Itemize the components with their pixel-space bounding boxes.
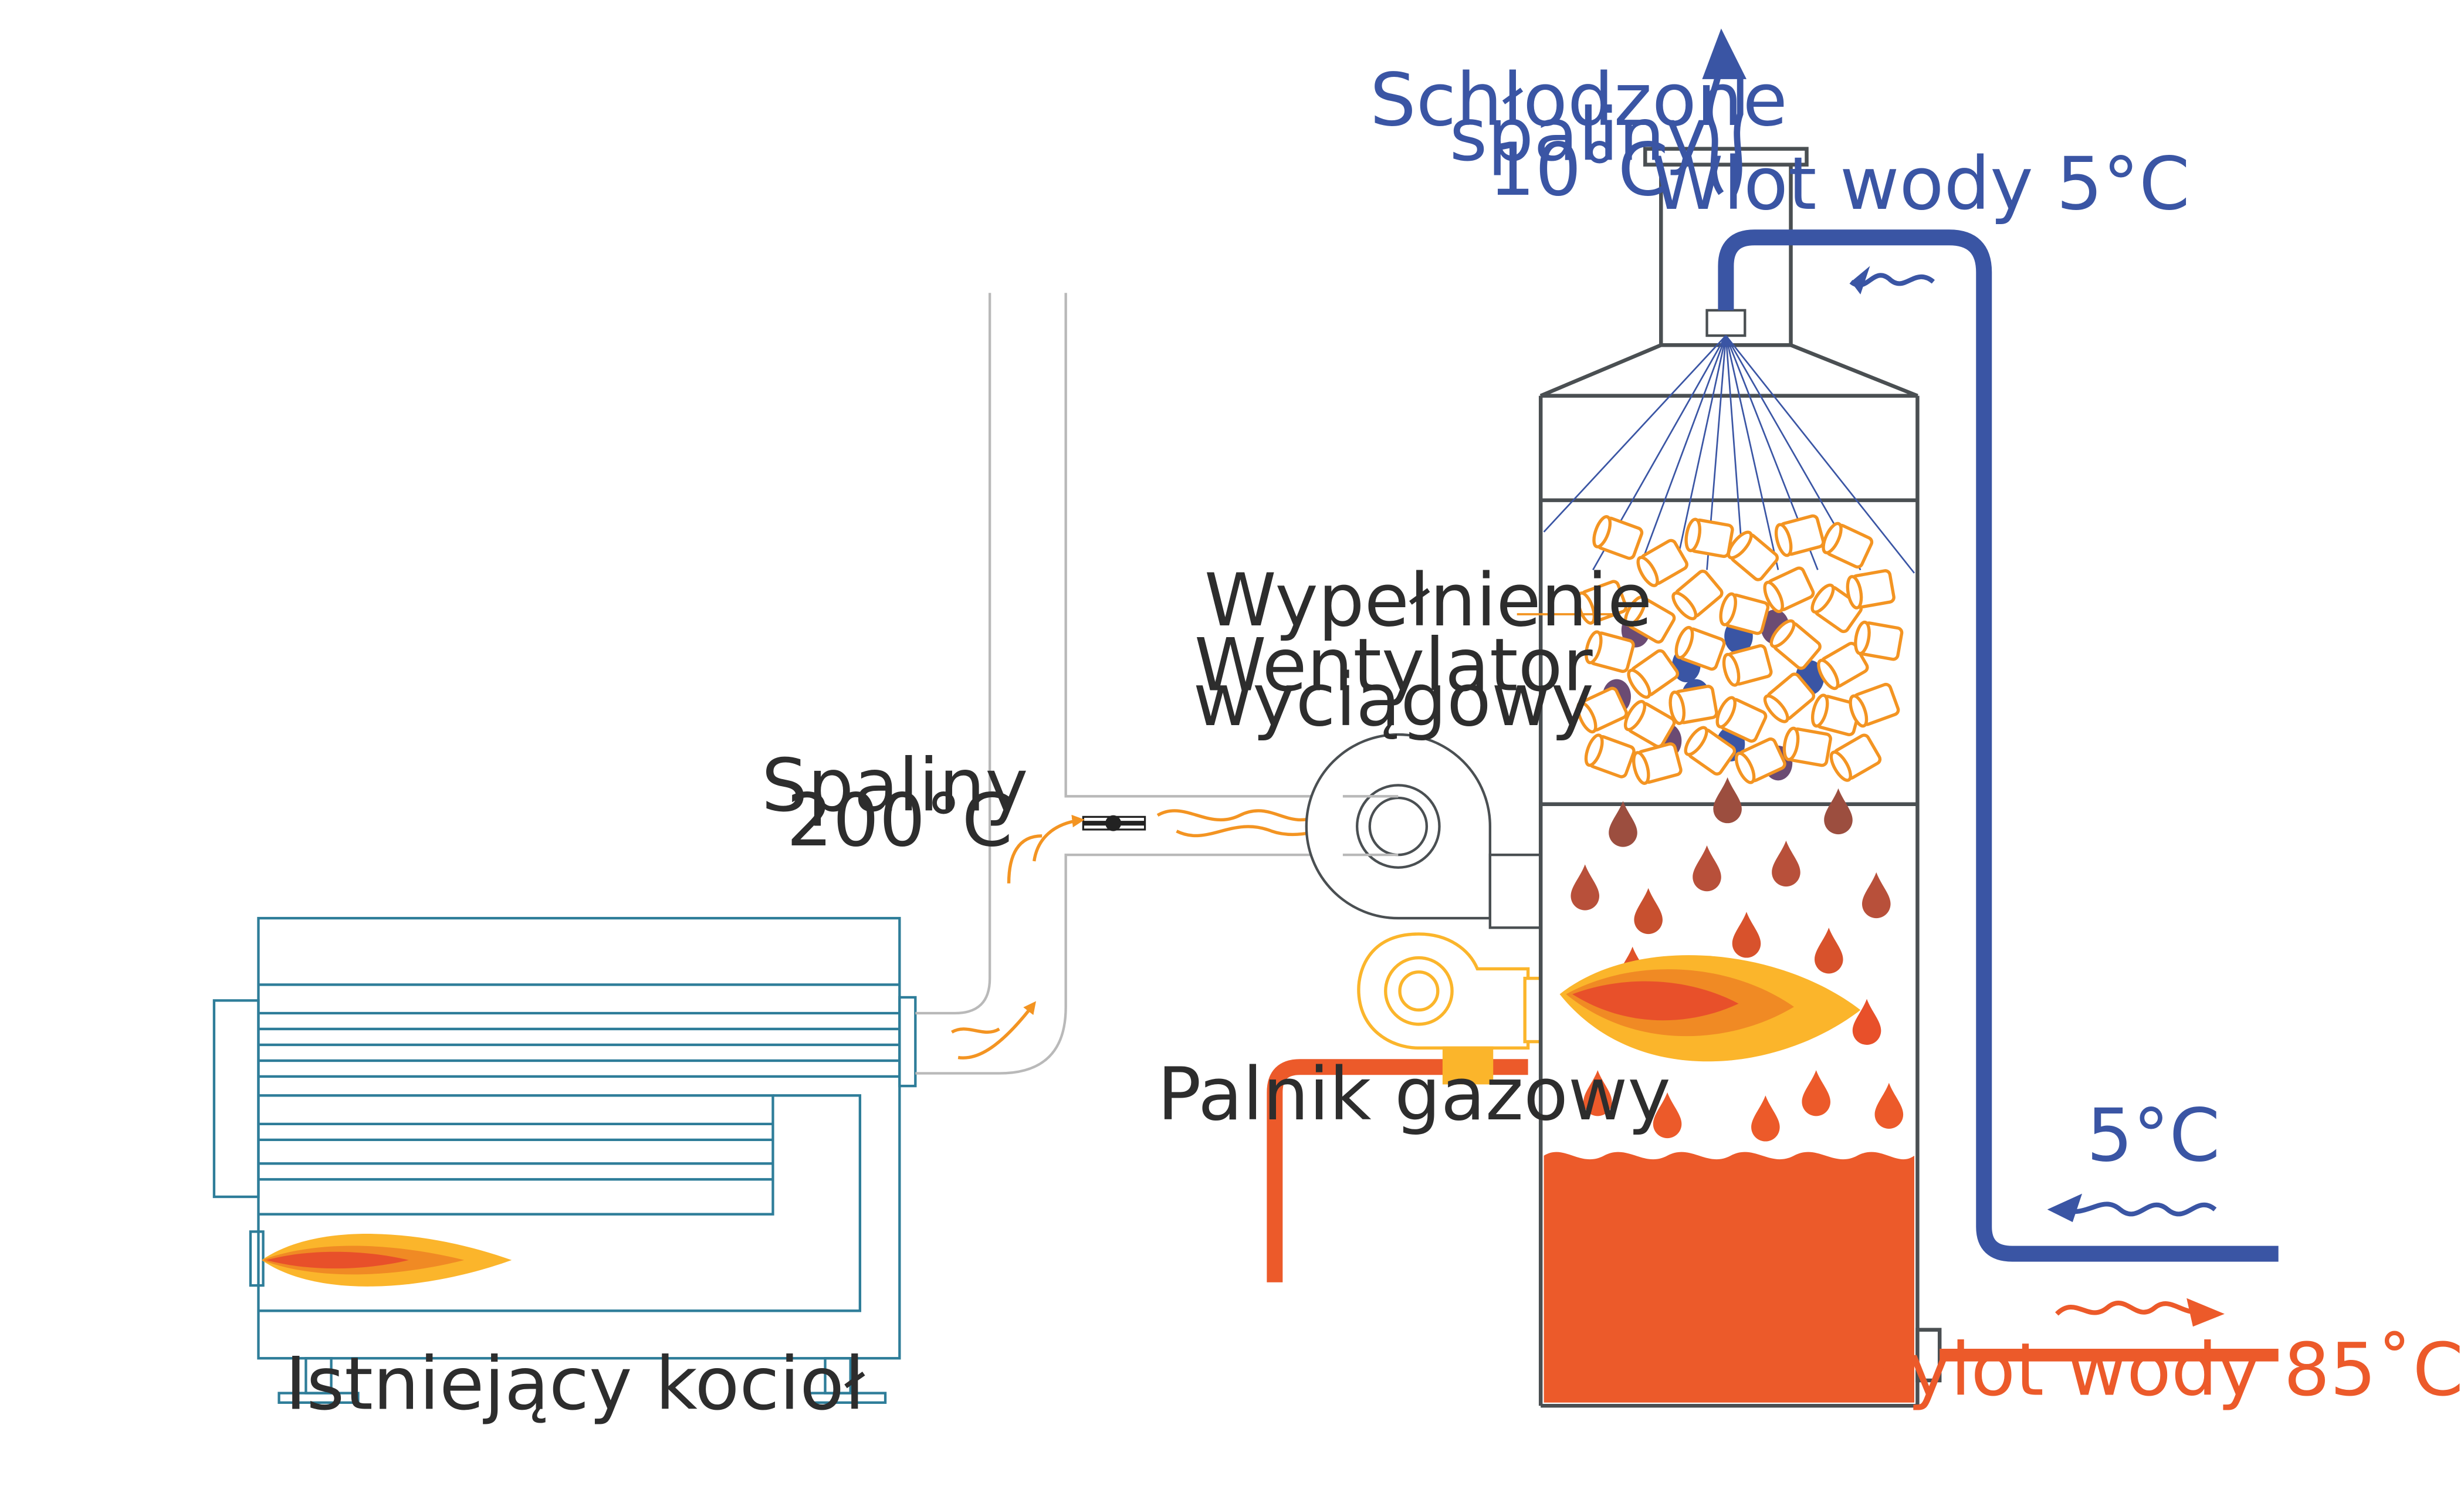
fan-label-line1: Wentylator bbox=[1194, 624, 1593, 708]
exhaust-fan bbox=[1305, 733, 1542, 929]
water-droplet bbox=[1772, 840, 1800, 887]
water-outlet-arrow bbox=[2055, 1298, 2225, 1327]
packing-ring bbox=[1584, 733, 1636, 779]
packing-ring bbox=[1684, 726, 1737, 776]
water-droplet bbox=[1653, 1092, 1682, 1139]
water-droplet bbox=[1571, 864, 1600, 911]
packing-ring bbox=[1684, 517, 1734, 559]
packing-ring bbox=[1727, 530, 1779, 581]
packing-ring bbox=[1632, 742, 1683, 785]
packing-ring bbox=[1849, 682, 1900, 728]
damper-valve bbox=[1082, 815, 1146, 831]
packing-ring bbox=[1627, 649, 1679, 699]
water-droplet bbox=[1751, 1095, 1780, 1142]
water-outlet-label: Wylot wody 85˚C bbox=[1837, 1328, 2463, 1412]
fan-label-line2: wyciągowy bbox=[1193, 658, 1594, 743]
existing-boiler-label: Istniejący kocioł bbox=[285, 1342, 865, 1427]
packing-ring bbox=[1769, 619, 1822, 670]
packing-ring bbox=[1774, 514, 1825, 557]
water-droplet bbox=[1815, 928, 1843, 974]
packing-ring bbox=[1829, 733, 1882, 782]
packing-ring bbox=[1722, 644, 1773, 687]
packing-ring bbox=[1810, 693, 1861, 737]
water-droplet bbox=[1634, 888, 1663, 935]
packing-ring bbox=[1576, 686, 1628, 734]
burner-flame bbox=[1559, 955, 1861, 1062]
water-droplet bbox=[1609, 801, 1637, 847]
existing-boiler bbox=[212, 916, 917, 1404]
return-water-arrow bbox=[2047, 1193, 2217, 1223]
heat-recovery-tower bbox=[1538, 147, 1942, 1408]
water-inlet-arrow bbox=[1849, 266, 1935, 295]
packing-ring bbox=[1854, 620, 1904, 661]
packing-ring bbox=[1817, 642, 1869, 691]
packing-ring bbox=[1719, 592, 1770, 635]
boiler-flame bbox=[261, 1234, 512, 1287]
packing-ring bbox=[1592, 515, 1644, 560]
packing-ring bbox=[1846, 569, 1896, 610]
packing-ring bbox=[1674, 625, 1726, 671]
cold-water-inlet-pipe bbox=[1718, 229, 2279, 1262]
cooled-gas-label-line1: Schłodzone bbox=[1370, 58, 1788, 143]
water-droplet bbox=[1583, 1070, 1612, 1116]
water-droplet bbox=[1852, 999, 1881, 1045]
flue-gas-flow-arrows bbox=[950, 809, 1402, 1060]
packing-ring bbox=[1668, 685, 1718, 725]
water-droplet bbox=[1802, 1070, 1830, 1116]
water-droplet bbox=[1861, 872, 1891, 919]
packing-ring bbox=[1585, 630, 1635, 673]
packing-label: Wypełnienie bbox=[1204, 559, 1652, 643]
cooled-gas-label-line2: spaliny bbox=[1450, 93, 1708, 178]
gas-burner bbox=[1357, 932, 1542, 1050]
packing-ring bbox=[1715, 696, 1768, 743]
packing-ring bbox=[1623, 595, 1676, 644]
packing-ring bbox=[1576, 580, 1628, 625]
packing-ring bbox=[1734, 737, 1786, 784]
water-inlet-label: Wlot wody 5°C bbox=[1651, 142, 2190, 226]
water-droplet bbox=[1732, 912, 1761, 958]
return-temp-label: 5°C bbox=[2087, 1094, 2221, 1178]
cooled-gas-label-line3: 10°C bbox=[1489, 128, 1669, 212]
water-droplet bbox=[1824, 788, 1853, 835]
water-droplet bbox=[1713, 777, 1742, 824]
gas-burner-label: Palnik gazowy bbox=[1157, 1052, 1671, 1137]
packing-ring bbox=[1671, 570, 1724, 621]
packing-ring bbox=[1763, 672, 1816, 723]
flue-gas-label-line2: 200°C bbox=[787, 779, 1013, 863]
flue-gas-duct bbox=[915, 293, 1343, 1075]
packing-ring bbox=[1636, 539, 1688, 587]
packing-ring bbox=[1782, 726, 1832, 767]
cooled-gas-arrow bbox=[1702, 28, 1747, 195]
flue-gas-label-line1: Spaliny bbox=[761, 744, 1028, 828]
hot-water-pool bbox=[1544, 1152, 1915, 1403]
packing-rings bbox=[1576, 514, 1904, 785]
gas-supply-pipe bbox=[1267, 1046, 1528, 1282]
packing-ring bbox=[1822, 522, 1874, 569]
packing-ring bbox=[1623, 700, 1676, 749]
water-droplet bbox=[1693, 845, 1721, 892]
packing-ring bbox=[1763, 566, 1815, 614]
water-droplet bbox=[1874, 1082, 1904, 1129]
